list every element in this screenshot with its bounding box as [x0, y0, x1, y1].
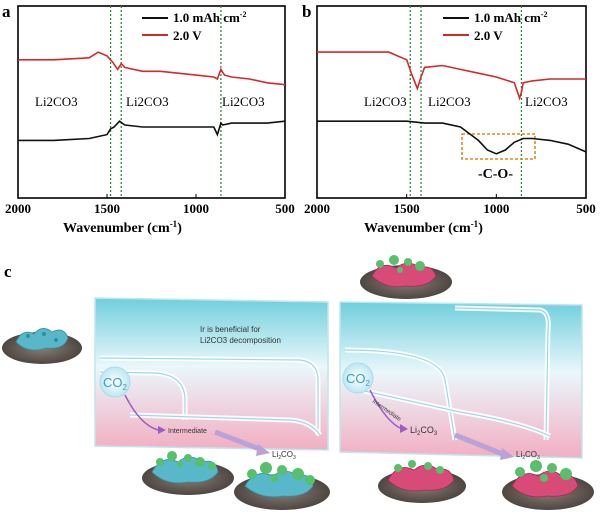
- annot-li2co3-b2: Li2CO3: [428, 94, 471, 109]
- arrow-intermediate-to-li2co3-left: [214, 429, 263, 453]
- co2-bubble-right: [342, 362, 374, 394]
- arrow-head-1: [158, 426, 166, 434]
- x-axis-label-b: Wavenumber (cm-1): [364, 219, 483, 236]
- arrow-head-3: [400, 424, 408, 433]
- a-tick-label-3: 500: [275, 201, 295, 216]
- li2co3-left: Li2CO3: [272, 450, 296, 461]
- li2co3-mid-right: Li2CO3: [410, 425, 438, 437]
- arrow-to-final-right: [454, 432, 506, 458]
- a-tick-label-2: 1000: [183, 201, 209, 216]
- catalyst-plate-right-product: [502, 460, 594, 510]
- annot-li2co3-a2: Li2CO3: [126, 94, 169, 109]
- x-axis-label-a: Wavenumber (cm-1): [63, 219, 182, 236]
- c-o-box: [461, 133, 536, 160]
- panel-label-b: b: [302, 2, 312, 21]
- a-tick-label-0: 2000: [5, 201, 31, 216]
- catalyst-plate-right-mid: [378, 460, 466, 503]
- a-series-red: [18, 51, 286, 86]
- arrow-co2-to-intermediate-right: [369, 389, 401, 429]
- b-tick-label-3: 500: [576, 201, 596, 216]
- plot-frame-a: [17, 5, 286, 199]
- b-tick-label-1: 1500: [394, 201, 420, 216]
- a-tick-label-1: 1500: [94, 201, 120, 216]
- chart-b: 1.0 mAh cm-2 2.0 V Li2CO3 Li2CO3 Li2CO3 …: [304, 5, 596, 236]
- a-series-black: [18, 120, 286, 142]
- intermediate-left: Intermediate: [168, 428, 207, 435]
- note-line-1: Ir is beneficial for: [200, 325, 261, 334]
- legend-label-black-b: 1.0 mAh cm-2: [474, 10, 547, 25]
- right-pane: [339, 301, 583, 459]
- b-tick-label-2: 1000: [483, 201, 509, 216]
- co2-label-left: CO2: [103, 375, 128, 392]
- catalyst-plate-left-bare: [2, 328, 82, 364]
- annot-li2co3-b1: Li2CO3: [364, 94, 407, 109]
- arrow-co2-to-intermediate-left: [124, 394, 159, 431]
- annot-li2co3-a1: Li2CO3: [35, 94, 78, 109]
- left-pane: [94, 297, 329, 451]
- arrow-head-4: [500, 448, 514, 460]
- legend-label-black-a: 1.0 mAh cm-2: [173, 10, 246, 25]
- li2co3-right: Li2CO3: [516, 450, 540, 461]
- panel-label-a: a: [2, 2, 11, 21]
- chart-a: 1.0 mAh cm-2 2.0 V Li2CO3 Li2CO3 Li2CO3 …: [5, 5, 295, 236]
- note-line-2: Li2CO3 decomposition: [200, 336, 281, 345]
- co2-label-right: CO2: [346, 371, 371, 388]
- panel-label-c: c: [4, 262, 12, 281]
- legend-label-red-a: 2.0 V: [173, 28, 202, 43]
- catalyst-plate-right-top: [360, 255, 452, 299]
- c-o-label: -C-O-: [478, 167, 513, 182]
- arrow-head-2: [256, 444, 270, 456]
- annot-li2co3-a3: Li2CO3: [222, 94, 265, 109]
- legend-label-red-b: 2.0 V: [474, 28, 503, 43]
- catalyst-plate-left-product: [234, 462, 330, 510]
- b-tick-label-0: 2000: [304, 201, 330, 216]
- schematic-c: Ir is beneficial for Li2CO3 decompositio…: [2, 255, 594, 510]
- plot-frame-b: [316, 5, 587, 199]
- catalyst-plate-left-green: [142, 451, 234, 495]
- co2-bubble-left: [99, 366, 131, 398]
- b-series-black: [317, 120, 587, 155]
- b-series-red: [317, 51, 586, 101]
- annot-li2co3-b3: Li2CO3: [525, 94, 568, 109]
